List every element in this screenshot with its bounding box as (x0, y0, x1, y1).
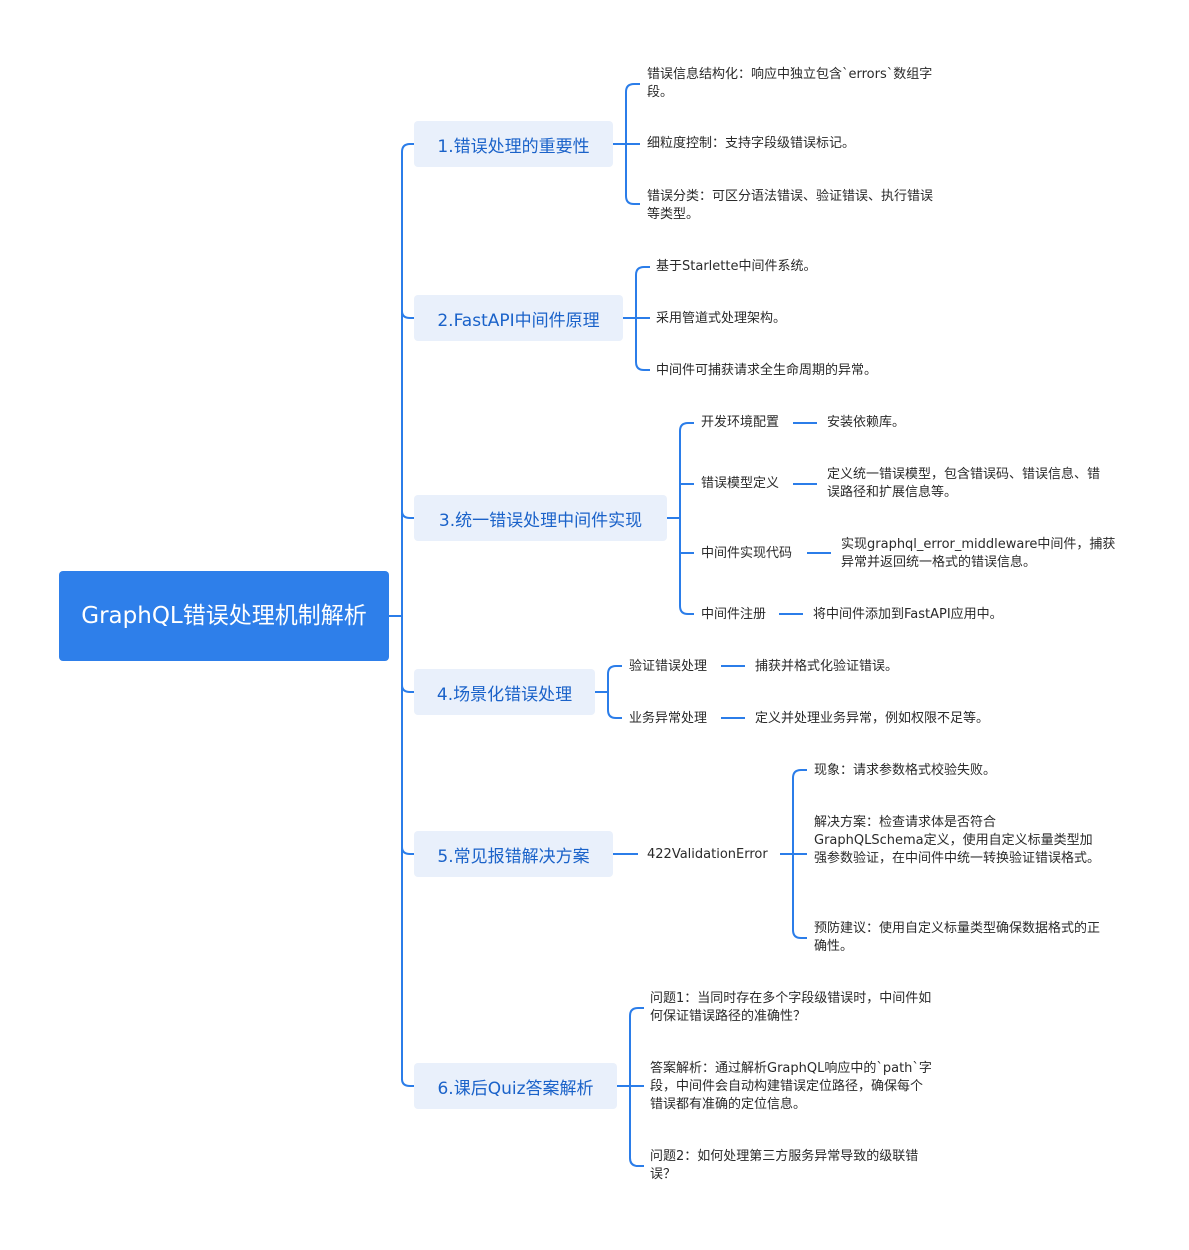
leaf-node: 将中间件添加到FastAPI应用中。 (813, 607, 1003, 622)
leaf-node: 基于Starlette中间件系统。 (656, 259, 817, 274)
topic-label: 3.统一错误处理中间件实现 (438, 510, 643, 531)
subtopic-label: 中间件注册 (701, 607, 767, 622)
leaf-node: 错误分类：可区分语法错误、验证错误、执行错误等类型。 (647, 189, 934, 222)
topic-node-2[interactable]: 2.FastAPI中间件原理 (414, 295, 623, 341)
topic-node-4[interactable]: 4.场景化错误处理 (414, 669, 595, 715)
leaf-node: 解决方案：检查请求体是否符合GraphQLSchema定义，使用自定义标量类型加… (814, 815, 1101, 866)
topic-label: 5.常见报错解决方案 (437, 846, 590, 867)
leaf-node: 捕获并格式化验证错误。 (755, 659, 899, 674)
leaf-node: 采用管道式处理架构。 (656, 311, 787, 326)
subtopic-label: 422ValidationError (647, 847, 768, 862)
leaf-node: 答案解析：通过解析GraphQL响应中的`path`字段，中间件会自动构建错误定… (650, 1061, 932, 1112)
topic-label: 6.课后Quiz答案解析 (437, 1078, 594, 1099)
leaf-node: 实现graphql_error_middleware中间件，捕获异常并返回统一格… (841, 537, 1116, 570)
subtopic-label: 错误模型定义 (701, 476, 780, 491)
leaf-node: 中间件可捕获请求全生命周期的异常。 (656, 363, 878, 378)
leaf-node: 细粒度控制：支持字段级错误标记。 (647, 136, 856, 151)
leaf-node: 问题2：如何处理第三方服务异常导致的级联错误？ (650, 1149, 919, 1182)
leaf-node: 问题1：当同时存在多个字段级错误时，中间件如何保证错误路径的准确性？ (650, 991, 932, 1024)
topic-node-3[interactable]: 3.统一错误处理中间件实现 (414, 495, 667, 541)
topic-label: 1.错误处理的重要性 (437, 136, 590, 157)
leaf-node: 定义统一错误模型，包含错误码、错误信息、错误路径和扩展信息等。 (827, 467, 1101, 500)
root-title: GraphQL错误处理机制解析 (81, 603, 367, 629)
leaf-node: 错误信息结构化：响应中独立包含`errors`数组字段。 (647, 67, 933, 100)
root-node[interactable]: GraphQL错误处理机制解析 (59, 571, 389, 661)
topic-node-1[interactable]: 1.错误处理的重要性 (414, 121, 613, 167)
subtopic-label: 业务异常处理 (629, 711, 708, 726)
leaf-node: 现象：请求参数格式校验失败。 (814, 763, 997, 778)
topic-label: 4.场景化错误处理 (436, 684, 573, 705)
topic-label: 2.FastAPI中间件原理 (437, 310, 600, 331)
leaf-node: 预防建议：使用自定义标量类型确保数据格式的正确性。 (814, 921, 1101, 954)
subtopic-label: 开发环境配置 (701, 415, 780, 430)
subtopic-label: 中间件实现代码 (701, 546, 793, 561)
leaf-node: 定义并处理业务异常，例如权限不足等。 (755, 711, 990, 726)
subtopic-label: 验证错误处理 (629, 659, 708, 674)
topic-node-5[interactable]: 5.常见报错解决方案 (414, 831, 613, 877)
leaf-node: 安装依赖库。 (827, 415, 906, 430)
topic-node-6[interactable]: 6.课后Quiz答案解析 (414, 1063, 617, 1109)
